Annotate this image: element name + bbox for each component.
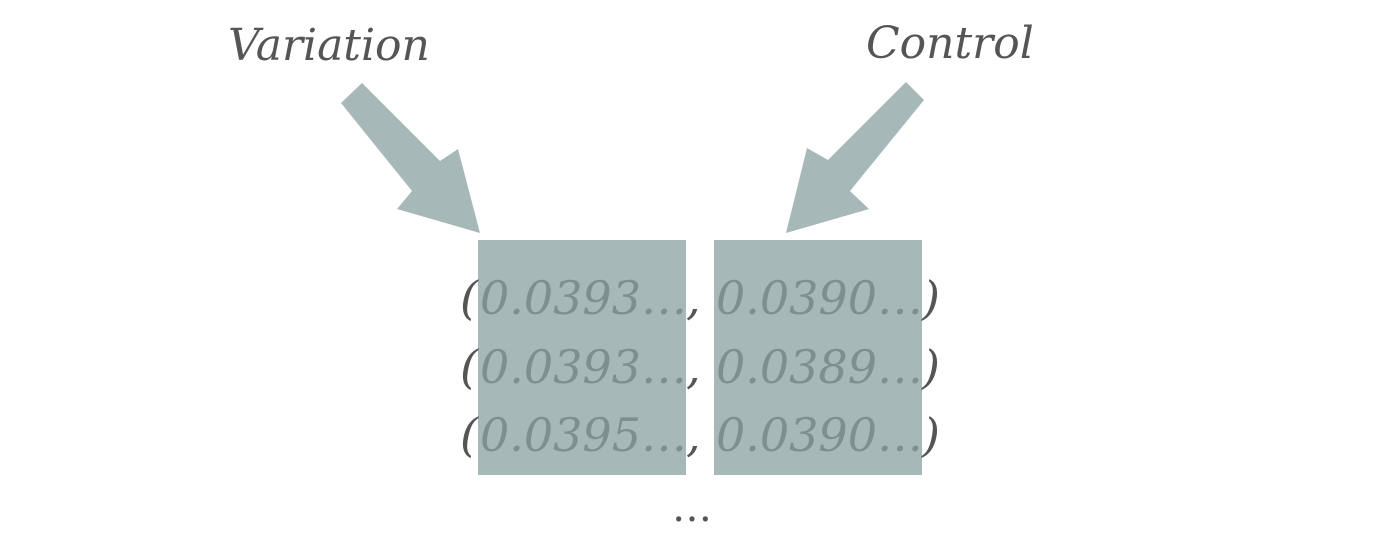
close-paren: ): [922, 271, 940, 325]
more-rows-ellipsis: …: [672, 485, 712, 531]
variation-highlight-box: [478, 240, 686, 475]
open-paren: (: [460, 271, 478, 325]
close-paren: ): [922, 408, 940, 462]
open-paren: (: [460, 340, 478, 394]
variation-value: 0.0395…: [480, 408, 687, 462]
variation-arrow: [341, 83, 480, 233]
separator: ,: [686, 408, 701, 462]
control-value: 0.0389…: [716, 340, 923, 394]
control-value: 0.0390…: [716, 408, 923, 462]
control-value: 0.0390…: [716, 271, 923, 325]
control-highlight-box: [714, 240, 922, 475]
variation-label: Variation: [228, 20, 430, 71]
variation-value: 0.0393…: [480, 271, 687, 325]
close-paren: ): [922, 340, 940, 394]
open-paren: (: [460, 408, 478, 462]
control-arrow: [786, 82, 924, 233]
control-label: Control: [866, 18, 1034, 69]
separator: ,: [686, 271, 701, 325]
separator: ,: [686, 340, 701, 394]
variation-value: 0.0393…: [480, 340, 687, 394]
